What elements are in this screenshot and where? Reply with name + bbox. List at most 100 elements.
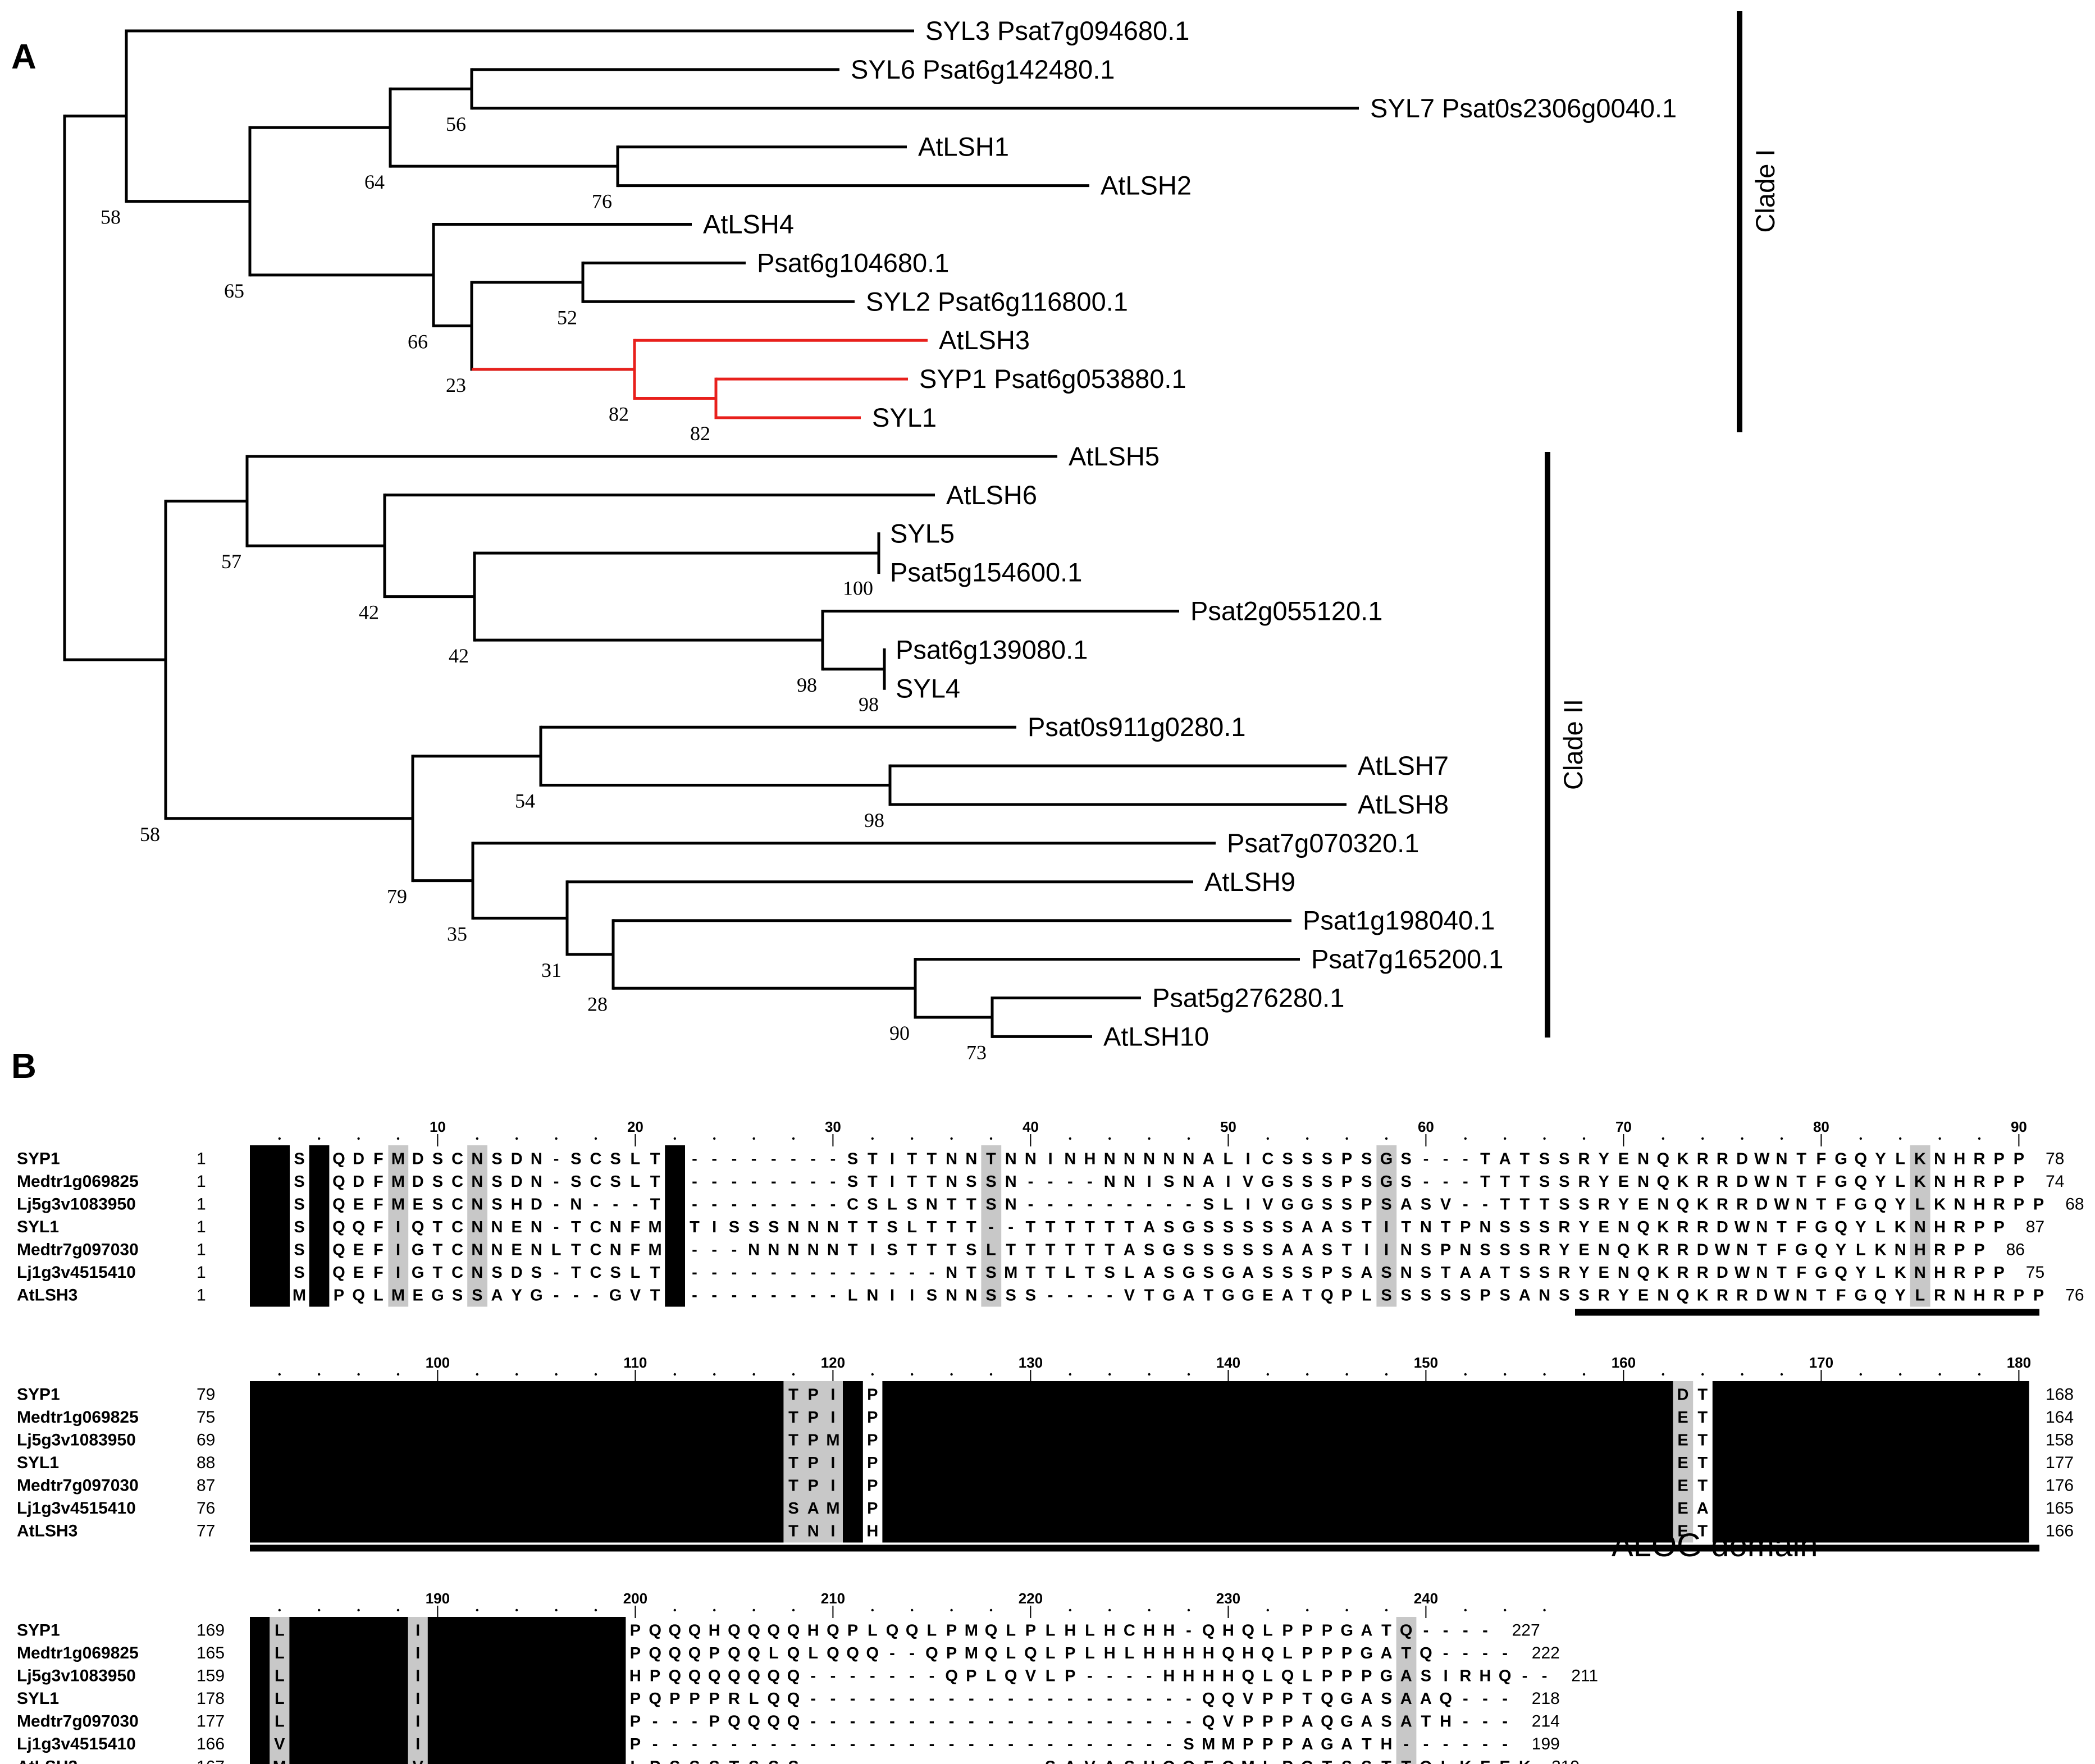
residue: P — [1065, 1667, 1075, 1685]
ruler-dot — [752, 1137, 755, 1140]
residue: N — [827, 1218, 839, 1236]
residue: S — [432, 1196, 443, 1214]
ruler-dot — [1266, 1373, 1269, 1376]
residue: L — [275, 1713, 285, 1731]
residue: - — [889, 1758, 895, 1764]
residue: - — [1008, 1690, 1014, 1708]
residue: - — [771, 1287, 777, 1305]
identical-column-shade — [1317, 1381, 1338, 1543]
residue: D — [273, 1173, 285, 1191]
residue: - — [711, 1287, 717, 1305]
residue: F — [1836, 1196, 1846, 1214]
identical-column-shade — [1238, 1381, 1258, 1543]
residue: H — [946, 1432, 957, 1450]
identical-column-shade — [1159, 1381, 1179, 1543]
residue: T — [1697, 1454, 1708, 1472]
residue: G — [1598, 1477, 1610, 1495]
residue: K — [570, 1667, 582, 1685]
residue: A — [412, 1477, 424, 1495]
residue: R — [1677, 1218, 1689, 1236]
residue: S — [570, 1173, 581, 1191]
residue: G — [1834, 1150, 1847, 1168]
residue: D — [531, 1196, 542, 1214]
panel-b-label: B — [11, 1047, 36, 1086]
ruler-dot — [1108, 1373, 1111, 1376]
residue: A — [353, 1644, 364, 1662]
residue: V — [1994, 1477, 2005, 1495]
residue: A — [1044, 1523, 1056, 1541]
residue: T — [650, 1150, 660, 1168]
residue: R — [1459, 1477, 1471, 1495]
residue: R — [1875, 1409, 1887, 1427]
residue: S — [294, 1150, 304, 1168]
residue: P — [1104, 1477, 1115, 1495]
residue: Q — [1321, 1287, 1334, 1305]
residue: I — [317, 1241, 321, 1259]
sequence-start-position: 1 — [197, 1241, 206, 1259]
residue: - — [1423, 1622, 1429, 1640]
ruler-dot — [515, 1373, 518, 1376]
residue: P — [610, 1622, 621, 1640]
residue: C — [847, 1454, 859, 1472]
residue: S — [1163, 1173, 1174, 1191]
identical-column-shade — [1594, 1381, 1614, 1543]
identical-column-shade — [764, 1381, 784, 1543]
residue: - — [830, 1264, 836, 1282]
residue: L — [1164, 1500, 1174, 1518]
identical-column-shade — [1218, 1381, 1239, 1543]
residue: - — [1087, 1713, 1093, 1731]
residue: P — [610, 1644, 621, 1662]
sequence-name: AtLSH3 — [17, 1286, 77, 1305]
residue: Y — [1915, 1432, 1925, 1450]
residue: S — [1302, 1173, 1313, 1191]
residue: K — [511, 1667, 523, 1685]
residue: I — [416, 1735, 420, 1753]
residue: S — [432, 1622, 443, 1640]
residue: E — [1974, 1409, 1984, 1427]
residue: C — [847, 1477, 859, 1495]
residue: C — [353, 1523, 364, 1541]
residue: L — [1856, 1241, 1866, 1259]
similar-column-shade — [388, 1145, 409, 1307]
residue: - — [554, 1173, 559, 1191]
residue: P — [1974, 1241, 1984, 1259]
residue: P — [1025, 1523, 1036, 1541]
residue: Q — [787, 1713, 800, 1731]
ruler-dot — [1108, 1608, 1111, 1612]
similar-column-shade — [1376, 1145, 1397, 1307]
residue: Q — [1637, 1264, 1650, 1282]
residue: C — [590, 1150, 602, 1168]
residue: I — [830, 1454, 835, 1472]
residue: - — [791, 1264, 796, 1282]
ruler-number: 110 — [623, 1354, 647, 1371]
tree-leaf-label: SYL2 Psat6g116800.1 — [866, 286, 1128, 316]
residue: G — [1855, 1287, 1868, 1305]
residue: M — [1221, 1735, 1235, 1753]
residue: Y — [1578, 1218, 1589, 1236]
residue: G — [669, 1432, 682, 1450]
residue: - — [1186, 1622, 1192, 1640]
residue: T — [947, 1241, 957, 1259]
residue: - — [1423, 1150, 1429, 1168]
identical-column-shade — [289, 1381, 310, 1543]
residue: L — [275, 1622, 285, 1640]
residue: Q — [1815, 1241, 1828, 1259]
residue: S — [452, 1287, 463, 1305]
residue: A — [1835, 1386, 1847, 1404]
residue: C — [451, 1150, 463, 1168]
residue: G — [669, 1386, 682, 1404]
residue: G — [925, 1454, 938, 1472]
residue: Q — [1439, 1690, 1452, 1708]
residue: Q — [293, 1713, 306, 1731]
residue: - — [1443, 1622, 1449, 1640]
residue: S — [1381, 1196, 1391, 1214]
residue: H — [1953, 1150, 1965, 1168]
residue: K — [1697, 1196, 1709, 1214]
identical-column-shade — [1890, 1381, 1911, 1543]
residue: N — [1539, 1287, 1550, 1305]
sequence-start-position: 167 — [197, 1758, 225, 1764]
residue: N — [1953, 1196, 1965, 1214]
ruler-dot — [1543, 1608, 1546, 1612]
residue: H — [1143, 1622, 1155, 1640]
residue: G — [1617, 1500, 1630, 1518]
